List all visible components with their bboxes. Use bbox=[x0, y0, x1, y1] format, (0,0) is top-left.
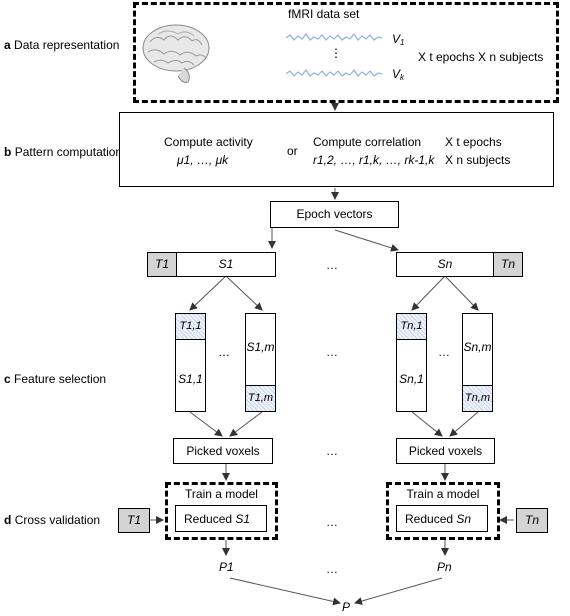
v1-label: V1 bbox=[392, 32, 405, 47]
cv-mid-dots: … bbox=[326, 515, 338, 529]
s11-label: S1,1 bbox=[178, 372, 203, 386]
train-model-left-label: Train a model bbox=[185, 487, 258, 501]
picked-voxels-right: Picked voxels bbox=[396, 438, 495, 464]
signal-traces bbox=[286, 32, 382, 77]
s1m-label: S1,m bbox=[246, 340, 275, 354]
reduced-s1-box: Reduced S1 bbox=[175, 505, 267, 532]
or-text: or bbox=[287, 144, 298, 158]
x-epochs-label: X t epochs bbox=[445, 135, 502, 149]
sn1-label: Sn,1 bbox=[399, 372, 424, 386]
cv-tn-block: Tn bbox=[516, 508, 548, 533]
section-label-a: a Data representation bbox=[4, 38, 120, 52]
folds-mid-dots: … bbox=[326, 345, 338, 359]
t1m-block: T1,m bbox=[245, 385, 276, 412]
vdots: ⋮ bbox=[330, 46, 342, 60]
epochs-subjects-multiplier: X t epochs X n subjects bbox=[418, 50, 544, 64]
tnm-block: Tn,m bbox=[462, 385, 493, 412]
sn-training-block: Sn bbox=[396, 252, 494, 277]
cv-t1-block: T1 bbox=[118, 508, 150, 533]
correlation-variables: r1,2, …, r1,k, …, rk-1,k bbox=[313, 153, 435, 167]
x-subjects-label: X n subjects bbox=[445, 153, 511, 167]
t11-block: T1,1 bbox=[175, 313, 206, 340]
s1-training-block: S1 bbox=[176, 252, 276, 277]
epoch-vectors-box: Epoch vectors bbox=[270, 201, 399, 228]
right-fold-dots: … bbox=[438, 345, 450, 359]
section-label-b: b Pattern computation bbox=[4, 145, 123, 159]
pn-label: Pn bbox=[437, 560, 452, 574]
train-model-right-label: Train a model bbox=[406, 487, 480, 501]
t1-test-block: T1 bbox=[147, 252, 177, 277]
picked-voxels-dots: … bbox=[326, 444, 338, 458]
picked-voxels-left: Picked voxels bbox=[173, 438, 273, 464]
section-label-c: c Feature selection bbox=[4, 372, 107, 386]
vk-label: Vk bbox=[392, 67, 405, 82]
fmri-title: fMRI data set bbox=[288, 7, 360, 21]
left-fold-dots: … bbox=[218, 345, 230, 359]
snm-label: Sn,m bbox=[463, 340, 492, 354]
reduced-sn-box: Reduced Sn bbox=[396, 505, 488, 532]
pattern-computation-box bbox=[119, 112, 554, 187]
p-label: P bbox=[342, 600, 351, 614]
split-ellipsis: … bbox=[326, 258, 338, 272]
section-label-d: d Cross validation bbox=[4, 513, 101, 527]
compute-activity-title: Compute activity bbox=[164, 135, 253, 149]
brain-icon bbox=[142, 24, 210, 83]
tn1-block: Tn,1 bbox=[396, 313, 427, 340]
compute-correlation-title: Compute correlation bbox=[313, 135, 422, 149]
outputs-mid-dots: … bbox=[326, 562, 338, 576]
tn-test-block: Tn bbox=[493, 252, 523, 277]
activity-variables: μ1, …, μk bbox=[177, 153, 229, 167]
p1-label: P1 bbox=[219, 560, 234, 574]
